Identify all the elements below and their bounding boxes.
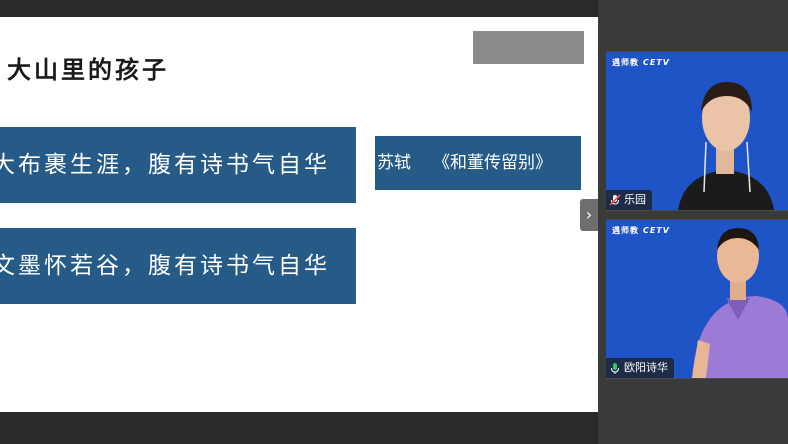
participant-name-tag-2: 欧阳诗华: [606, 358, 674, 378]
source-box: 苏轼 《和董传留别》: [375, 136, 581, 190]
participant-name-1: 乐园: [624, 193, 646, 206]
bottom-bar: [0, 412, 598, 444]
participant-name-2: 欧阳诗华: [624, 361, 668, 374]
slide-gray-box: [473, 31, 584, 64]
participant-video-2: [692, 228, 788, 378]
top-bar: [0, 0, 598, 17]
shared-slide: 大山里的孩子 大布裹生涯，腹有诗书气自华 苏轼 《和董传留别》 文墨怀若谷，腹有诗…: [0, 17, 598, 412]
quote-text-1: 大布裹生涯，腹有诗书气自华: [0, 152, 330, 178]
participant-name-tag-1: 乐园: [606, 190, 652, 210]
source-author: 苏轼: [377, 153, 411, 173]
collapse-panel-button[interactable]: ›: [580, 199, 598, 231]
mic-muted-icon: [609, 194, 621, 206]
mic-active-icon: [611, 363, 619, 374]
quote-box-1: 大布裹生涯，腹有诗书气自华: [0, 127, 356, 203]
slide-title: 大山里的孩子: [7, 55, 169, 84]
chevron-right-icon: ›: [585, 205, 593, 224]
source-work: 《和董传留别》: [433, 153, 552, 173]
quote-box-2: 文墨怀若谷，腹有诗书气自华: [0, 228, 356, 304]
participant-video-1: [678, 82, 774, 210]
quote-text-2: 文墨怀若谷，腹有诗书气自华: [0, 253, 330, 279]
